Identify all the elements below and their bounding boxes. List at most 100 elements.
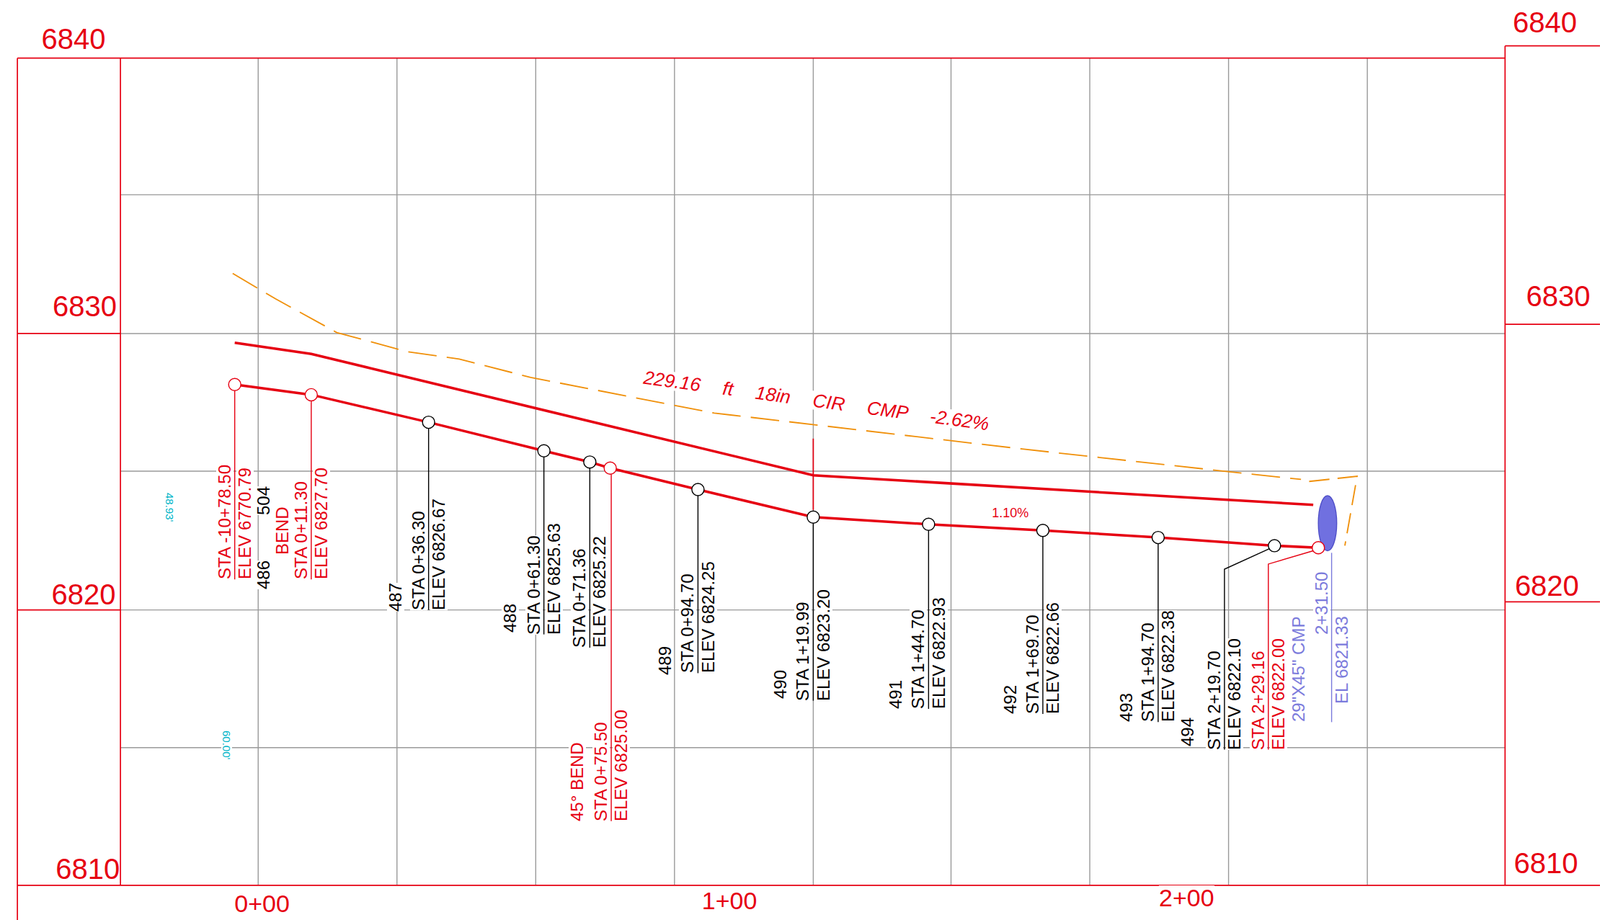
pipe-crown — [234, 343, 1314, 506]
ground-line — [232, 273, 1301, 480]
station-callout: STA 1+69.70 — [1024, 614, 1042, 715]
frame — [17, 46, 1600, 920]
station-callout: STA 0+61.30 — [525, 535, 543, 635]
grid — [120, 58, 1505, 886]
leader-line — [1224, 549, 1270, 751]
grid-line — [120, 194, 1505, 196]
leader-line — [812, 523, 814, 701]
station-callout: STA 0+75.50 — [592, 722, 610, 822]
bend-note: BEND — [273, 507, 292, 556]
frame-line — [17, 57, 1505, 60]
frame-line — [1504, 601, 1600, 603]
survey-point — [1268, 539, 1281, 553]
survey-point — [1036, 524, 1049, 537]
point-number: 493 — [1117, 693, 1136, 723]
survey-point — [807, 510, 820, 524]
frame-line — [1504, 45, 1600, 47]
bend-note: 45° BEND — [568, 742, 586, 822]
survey-point — [537, 444, 550, 457]
leaders — [428, 428, 1270, 751]
culvert-label: 29"X45" CMP — [1290, 616, 1308, 723]
elevation-label: 6830 — [52, 291, 117, 321]
elevation-callout: ELEV 6823.20 — [815, 589, 833, 702]
station-callout: STA -10+78.50 — [216, 464, 234, 580]
leader-line — [428, 428, 429, 611]
design-point — [228, 378, 241, 391]
leader-line — [1157, 544, 1159, 723]
elevation-label: 6830 — [1525, 281, 1590, 311]
leader-line — [928, 530, 930, 710]
culvert-elevation: EL 6821.33 — [1333, 616, 1351, 705]
point-number: 487 — [387, 583, 405, 612]
elevation-label: 6840 — [41, 24, 106, 54]
station-callout: STA 2+19.70 — [1205, 650, 1224, 751]
break-line — [812, 438, 815, 511]
station-callout: STA 2+29.16 — [1249, 650, 1268, 751]
leader-line — [543, 456, 545, 635]
distance-label: 60.00' — [221, 730, 233, 760]
slope-label: 1.10% — [991, 506, 1029, 520]
leader-line — [697, 495, 699, 674]
point-number: 490 — [771, 670, 790, 700]
survey-point — [1151, 531, 1164, 545]
station-callout: STA 0+36.30 — [410, 510, 428, 611]
leader-line — [589, 468, 591, 648]
frame-line — [1504, 46, 1506, 886]
design-point — [304, 388, 318, 401]
frame-line — [17, 332, 121, 335]
station-callout: STA 1+19.99 — [794, 601, 812, 702]
elevation-callout: ELEV 6827.70 — [312, 467, 331, 580]
survey-point — [583, 456, 597, 469]
frame-line — [119, 58, 122, 886]
leader-line — [610, 474, 612, 821]
survey-point — [422, 416, 435, 429]
station-axis-label: 1+00 — [701, 888, 758, 914]
elevation-label: 6840 — [1512, 7, 1577, 37]
grid-line — [812, 58, 814, 886]
grid-line — [120, 747, 1505, 749]
station-callout: STA 1+94.70 — [1139, 623, 1157, 723]
distance-label: 48.93' — [164, 492, 176, 522]
point-number: 492 — [1001, 685, 1020, 715]
pipe-invert — [234, 384, 1319, 549]
elevation-label: 6810 — [1513, 849, 1578, 878]
leader-line — [1331, 552, 1332, 723]
elevation-callout: ELEV 6822.00 — [1269, 638, 1288, 751]
point-number: 489 — [656, 646, 674, 676]
station-callout: STA 0+11.30 — [292, 481, 310, 580]
station-axis-label: 2+00 — [1158, 885, 1215, 911]
frame-line — [17, 609, 121, 612]
elevation-callout: ELEV 6825.00 — [612, 709, 630, 822]
leader-line — [1268, 551, 1314, 751]
point-number: 494 — [1179, 717, 1197, 747]
elevation-label: 6820 — [51, 580, 117, 610]
red-leaders — [234, 390, 1314, 821]
elevation-callout: ELEV 6822.10 — [1225, 638, 1244, 751]
point-number: 488 — [501, 603, 519, 633]
station-axis-label: 0+00 — [234, 891, 290, 917]
culvert-station: 2+31.50 — [1313, 571, 1331, 635]
survey-point — [922, 518, 935, 531]
pipe-label: 229.16 ft 18in CIR CMP -2.62% — [642, 368, 991, 434]
point-number: 504 — [255, 486, 273, 516]
elevation-callout: ELEV 6825.63 — [545, 523, 563, 635]
frame-line — [16, 58, 19, 920]
station-callout: STA 0+94.70 — [678, 574, 697, 674]
elevation-callout: ELEV 6822.38 — [1159, 611, 1177, 723]
elevation-callout: ELEV 6822.93 — [930, 597, 948, 710]
station-callout: STA 0+71.36 — [570, 548, 589, 648]
elevation-callout: ELEV 6822.66 — [1044, 602, 1062, 715]
frame-line — [1504, 323, 1600, 326]
station-callout: STA 1+44.70 — [909, 609, 927, 710]
survey-point — [691, 483, 705, 496]
grid-line — [120, 332, 1505, 334]
leader-line — [310, 400, 312, 580]
elevation-label: 6810 — [55, 854, 120, 884]
frame-line — [17, 885, 1600, 887]
leader-line — [234, 390, 235, 580]
elevation-callout: ELEV 6826.67 — [430, 498, 448, 611]
point-number: 491 — [887, 680, 905, 710]
design-point — [1312, 541, 1325, 555]
